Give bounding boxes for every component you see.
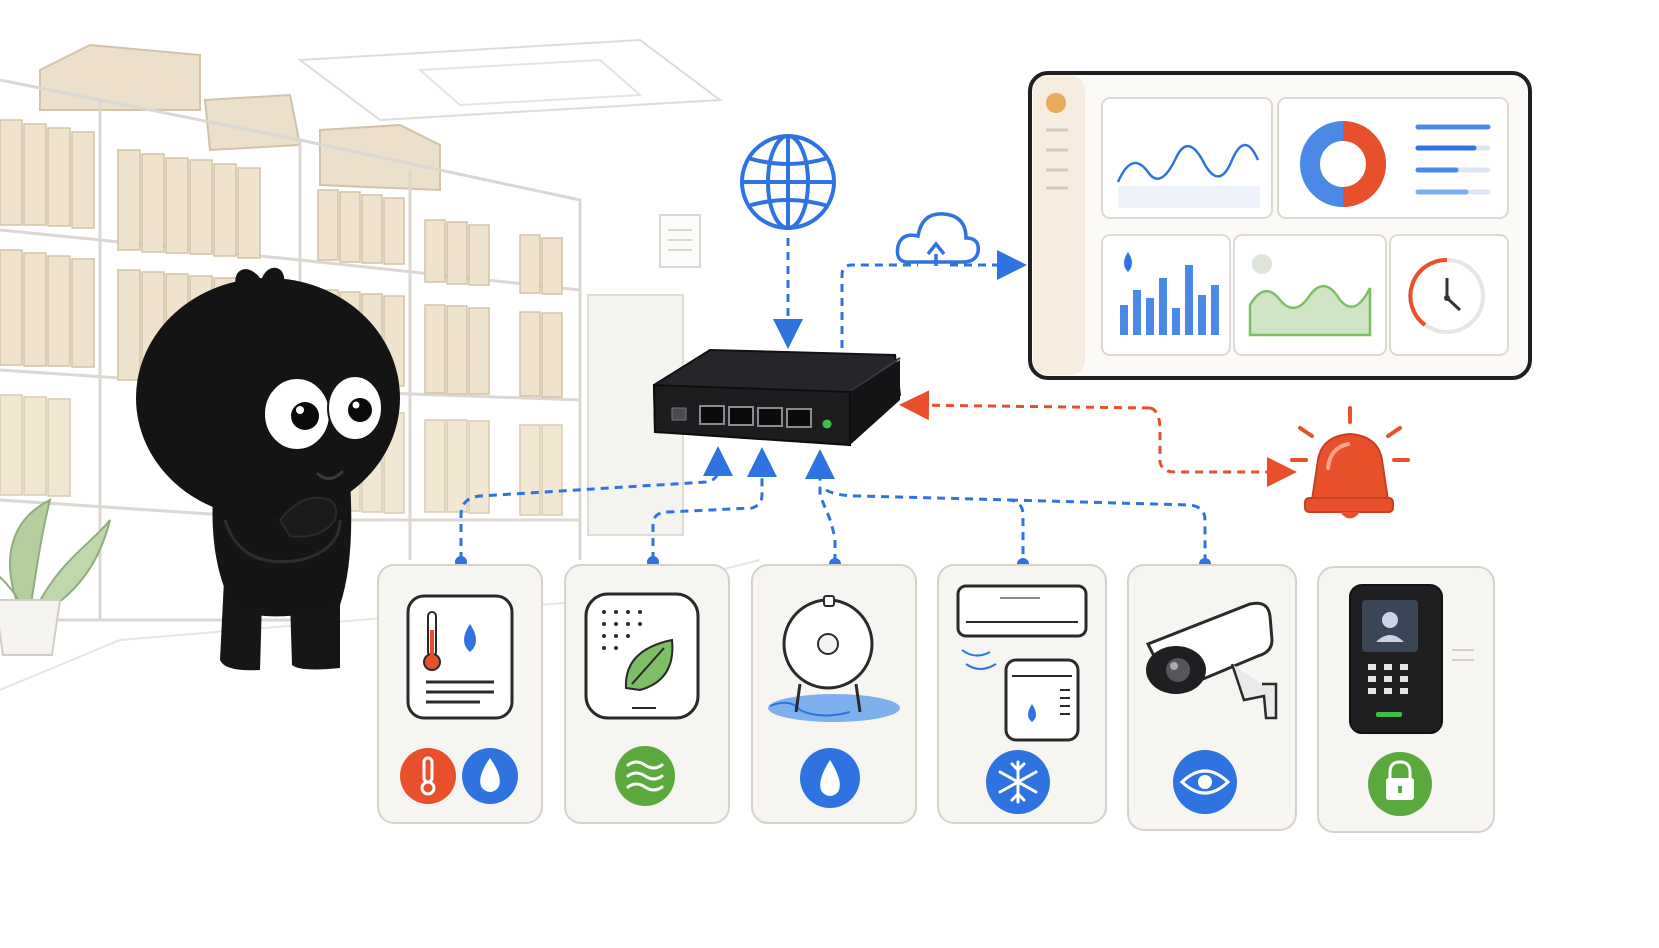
- access-control-keypad: [1349, 584, 1474, 734]
- eye-icon: [1173, 750, 1237, 814]
- device-card-temp-humidity: [377, 564, 543, 824]
- device-card-climate: [937, 564, 1107, 824]
- alert-link: [899, 390, 1151, 421]
- globe-icon: [740, 134, 836, 230]
- air-quality-sensor: [584, 592, 700, 720]
- network-switch: [652, 348, 902, 447]
- alert-link-down: [1149, 406, 1297, 487]
- alarm-bell-icon: [1290, 406, 1410, 519]
- water-drop-icon: [800, 748, 860, 808]
- snowflake-icon: [986, 750, 1050, 814]
- monitoring-dashboard: [1028, 71, 1532, 380]
- device-link-4: [825, 488, 1025, 562]
- security-camera: [1145, 601, 1278, 720]
- cloud-upload-icon: [895, 212, 980, 266]
- device-card-access: [1317, 566, 1495, 833]
- thermometer-icon: [400, 748, 456, 804]
- device-card-air-quality: [564, 564, 730, 824]
- air-conditioner-dehumidifier: [956, 584, 1088, 742]
- thermo-hygrometer-sensor: [406, 594, 514, 720]
- padlock-icon: [1368, 752, 1432, 816]
- status-led: [822, 419, 832, 429]
- wind-waves-icon: [615, 746, 675, 806]
- connection-lines: [459, 238, 1297, 562]
- mascot-character: [136, 267, 400, 671]
- potted-plant: [0, 498, 111, 656]
- device-link-1: [459, 446, 733, 560]
- water-leak-sensor: [768, 595, 900, 722]
- cloud-link: [840, 263, 918, 348]
- device-card-leak: [751, 564, 917, 824]
- device-card-camera: [1127, 564, 1297, 831]
- device-link-2: [651, 447, 777, 560]
- water-drop-icon: [462, 748, 518, 804]
- device-link-3: [805, 449, 837, 562]
- device-link-5: [1009, 498, 1207, 562]
